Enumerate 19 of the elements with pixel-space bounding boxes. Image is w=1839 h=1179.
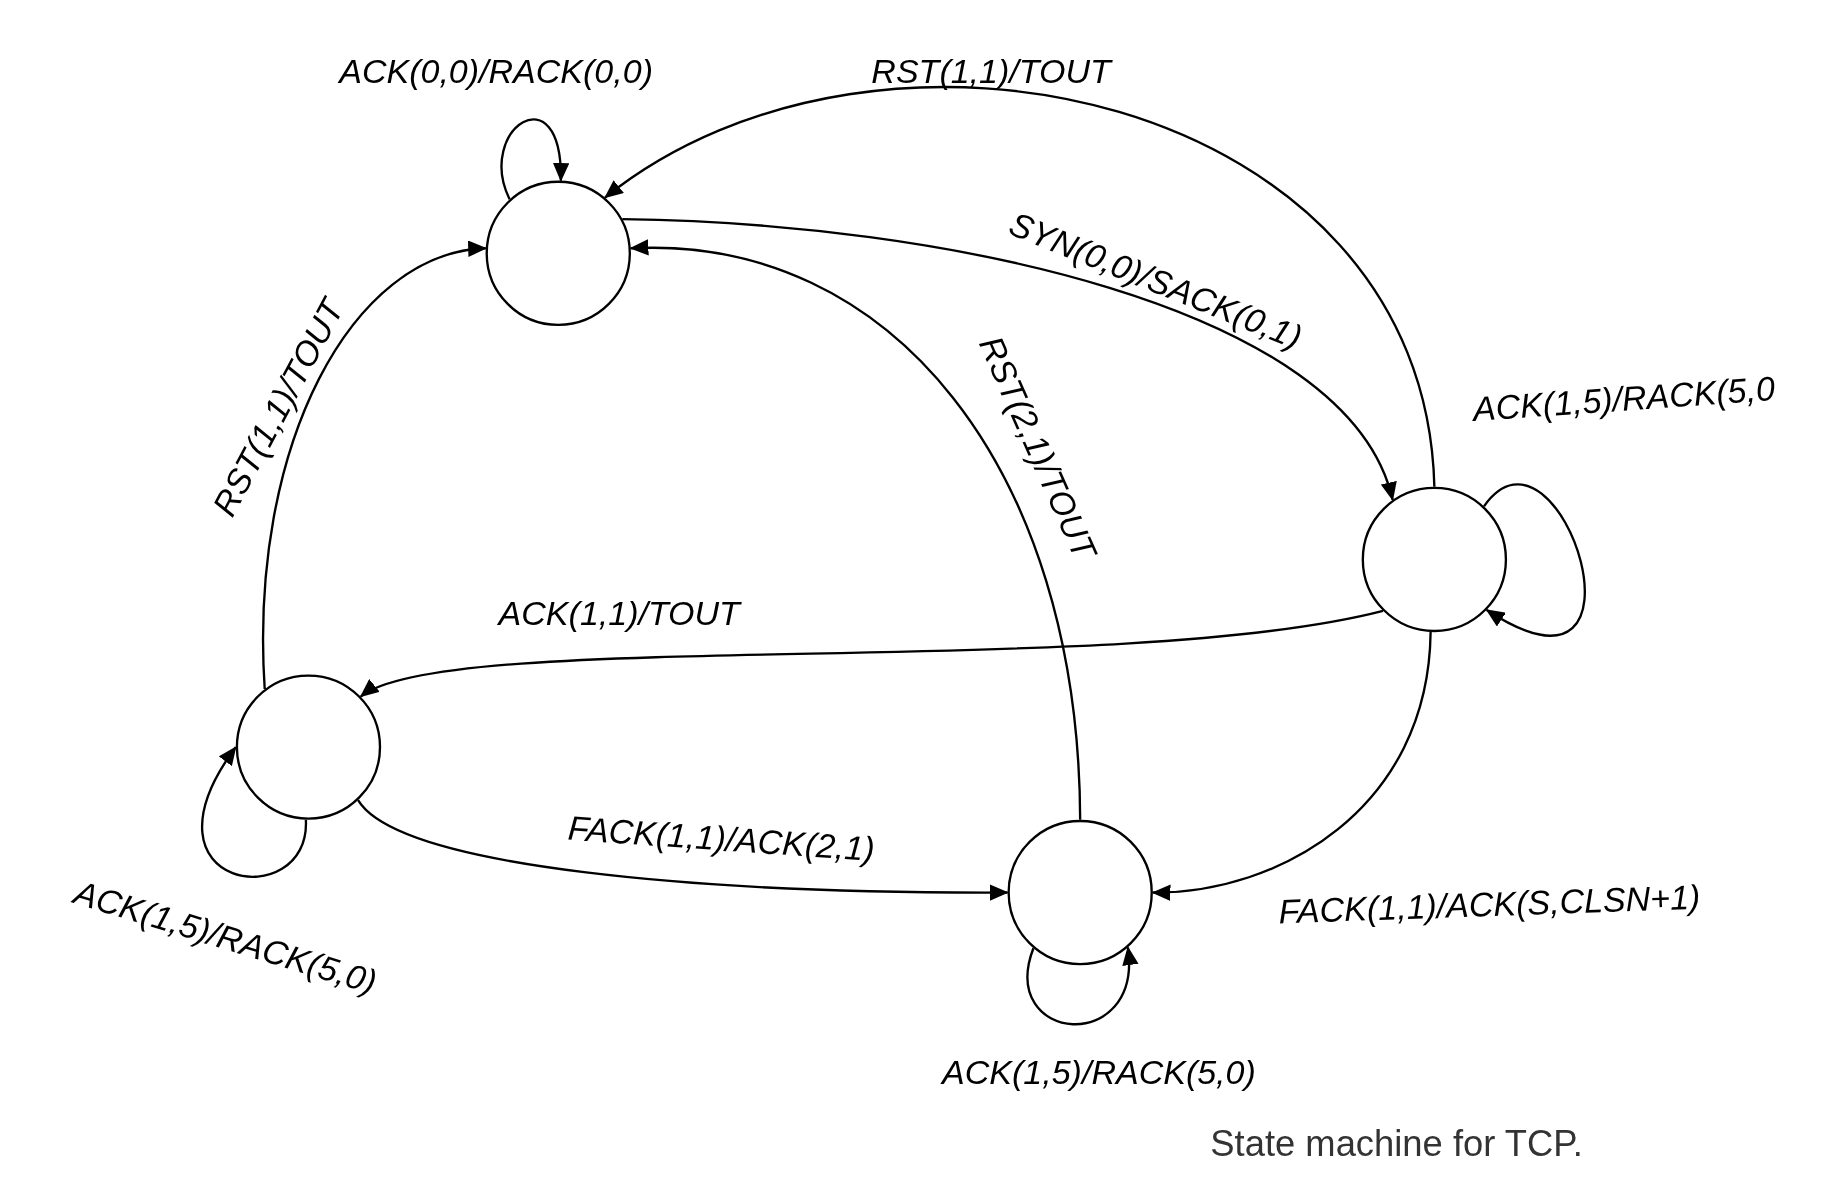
transition-arrow	[1483, 483, 1586, 637]
edge-label: RST(1,1)/TOUT	[871, 54, 1111, 92]
edge-label: ACK(0,0)/RACK(0,0)	[339, 54, 653, 92]
edge-label: ACK(1,5)/RACK(5,0	[1471, 370, 1777, 430]
transition-arrow	[357, 799, 1009, 901]
transition-arrow	[1151, 631, 1432, 900]
transition-arrow	[622, 218, 1394, 501]
edge-label: ACK(1,5)/RACK(5,0)	[942, 1054, 1256, 1092]
caption: State machine for TCP.	[1210, 1123, 1583, 1166]
edge-label: FACK(1,1)/ACK(S,CLSN+1)	[1278, 879, 1701, 932]
transition-arrow	[629, 240, 1082, 820]
transition-arrow	[500, 118, 569, 200]
transition-arrow	[262, 242, 487, 690]
transition-arrow	[1026, 946, 1137, 1026]
transition-arrow	[201, 746, 308, 878]
edge-label: FACK(1,1)/ACK(2,1)	[566, 810, 876, 870]
transition-arrow	[359, 609, 1384, 698]
transition-arrow	[604, 85, 1436, 487]
edge-label: ACK(1,1)/TOUT	[498, 595, 740, 634]
